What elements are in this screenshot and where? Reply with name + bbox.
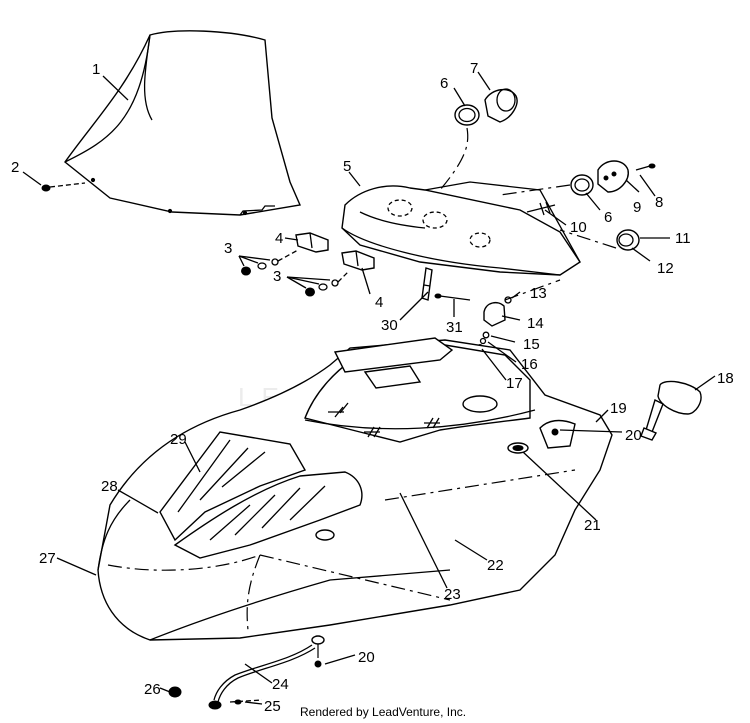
callout-5: 5 [343,158,351,175]
dash-panel [341,181,581,276]
windshield [64,30,301,216]
callout-10: 10 [570,219,587,236]
callout-4-lower: 4 [375,294,383,311]
screw-2 [41,182,86,192]
callout-24: 24 [272,676,289,693]
callout-25: 25 [264,698,281,715]
callout-7: 7 [470,60,478,77]
callout-6-lower: 6 [604,209,612,226]
bolt-10 [526,201,556,216]
callout-8: 8 [655,194,663,211]
hood [97,337,613,641]
callout-3-upper: 3 [224,240,232,257]
callout-3-lower: 3 [273,268,281,285]
callout-20-bottom: 20 [358,649,375,666]
callout-22: 22 [487,557,504,574]
footer-credit: Rendered by LeadVenture, Inc. [300,705,467,719]
leader-lines [22,71,716,705]
grommet-and-cable [168,635,325,710]
bolt-31 [434,293,471,301]
callout-12: 12 [657,260,674,277]
strap-30 [421,267,433,301]
mirror-18 [640,380,702,441]
bulb-8 [635,163,656,171]
callout-16: 16 [521,356,538,373]
callout-28: 28 [101,478,118,495]
callout-18: 18 [717,370,734,387]
callout-11: 11 [675,230,691,247]
bracket-4-upper [295,232,329,253]
callout-6-upper: 6 [440,75,448,92]
gauge-11 [616,229,640,251]
callout-26: 26 [144,681,161,698]
callout-numbers: 1 2 3 3 4 4 5 6 6 7 8 9 10 11 12 13 14 1… [11,60,734,715]
callout-2: 2 [11,159,19,176]
callout-27: 27 [39,550,56,567]
callout-1: 1 [92,61,100,78]
bracket-4-lower [341,250,375,271]
callout-20-right: 20 [625,427,642,444]
gauge-7 [454,88,518,126]
callout-17: 17 [506,375,523,392]
callout-9: 9 [633,199,641,216]
lamp-assembly [477,279,561,350]
callout-4-upper: 4 [275,230,283,247]
callout-13: 13 [530,285,547,302]
fasteners-3-lower [305,271,349,297]
callout-19: 19 [610,400,627,417]
callout-15: 15 [523,336,540,353]
callout-29: 29 [170,431,187,448]
callout-23: 23 [444,586,461,603]
callout-31: 31 [446,319,463,336]
fasteners-3-upper [241,249,299,276]
callout-30: 30 [381,317,398,334]
gauge-9 [570,160,629,196]
callout-21: 21 [584,517,601,534]
callout-14: 14 [527,315,544,332]
